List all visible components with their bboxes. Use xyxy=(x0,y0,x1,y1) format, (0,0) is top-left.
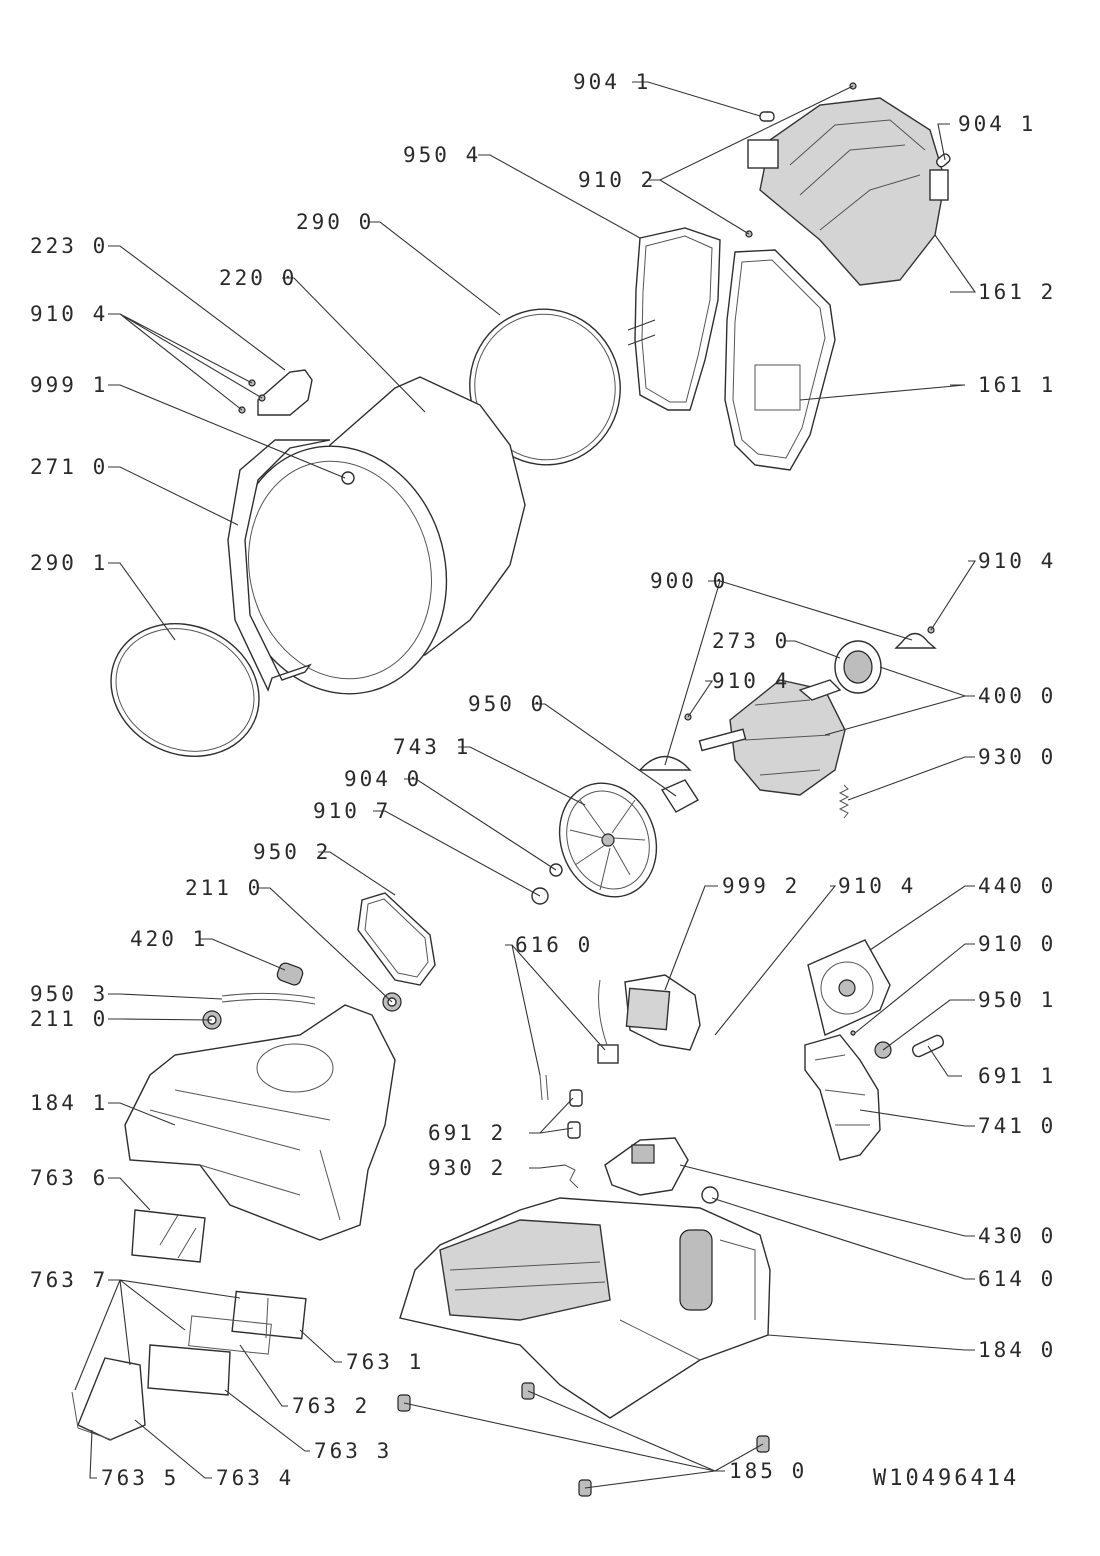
callout-763-3: 763 3 xyxy=(314,1439,392,1463)
leader-lines xyxy=(74,81,977,1489)
callout-999-2: 999 2 xyxy=(722,874,800,898)
cooling-fan-part xyxy=(807,939,891,1036)
thermistor-part xyxy=(539,1074,549,1101)
callout-763-7: 763 7 xyxy=(30,1268,108,1292)
callout-400-0: 400 0 xyxy=(978,684,1056,708)
callout-290-0: 290 0 xyxy=(296,210,374,234)
callout-999-1: 999 1 xyxy=(30,373,108,397)
callout-904-1: 904 1 xyxy=(573,70,651,94)
callout-184-1: 184 1 xyxy=(30,1091,108,1115)
callout-616-0: 616 0 xyxy=(515,933,593,957)
filter-screen-part xyxy=(131,1209,206,1263)
motor-bracket-part xyxy=(894,632,937,649)
callout-220-0: 220 0 xyxy=(219,266,297,290)
callout-900-0: 900 0 xyxy=(650,569,728,593)
seal-strip-part xyxy=(221,992,316,1005)
callout-185-0: 185 0 xyxy=(729,1459,807,1483)
callout-950-4: 950 4 xyxy=(403,143,481,167)
blower-wheel-part xyxy=(558,782,658,898)
callout-741-0: 741 0 xyxy=(978,1114,1056,1138)
callout-161-1: 161 1 xyxy=(978,373,1056,397)
callout-691-2: 691 2 xyxy=(428,1121,506,1145)
callout-184-0: 184 0 xyxy=(978,1338,1056,1362)
dowel-pin-part xyxy=(759,111,775,122)
callout-271-0: 271 0 xyxy=(30,455,108,479)
callout-161-2: 161 2 xyxy=(978,280,1056,304)
callout-290-1: 290 1 xyxy=(30,551,108,575)
callout-691-1: 691 1 xyxy=(978,1064,1056,1088)
front-base-part xyxy=(124,1004,396,1241)
callout-910-4: 910 4 xyxy=(978,549,1056,573)
callout-910-0: 910 0 xyxy=(978,932,1056,956)
condensate-housing-part xyxy=(804,1034,881,1161)
callout-904-1: 904 1 xyxy=(958,112,1036,136)
sensor-part xyxy=(276,962,304,986)
callout-420-1: 420 1 xyxy=(130,927,208,951)
connector-part xyxy=(569,1089,583,1107)
filter-assembly-part xyxy=(71,1290,307,1441)
callout-labels: 904 1 904 1 950 4 910 2 290 0 223 0 220 … xyxy=(30,70,1056,1490)
callout-273-0: 273 0 xyxy=(712,629,790,653)
document-number: W10496414 xyxy=(873,1466,1019,1491)
callout-950-3: 950 3 xyxy=(30,982,108,1006)
callout-910-4: 910 4 xyxy=(712,669,790,693)
callout-430-0: 430 0 xyxy=(978,1224,1056,1248)
callout-904-0: 904 0 xyxy=(344,767,422,791)
drum-belt-part xyxy=(227,439,331,692)
spring-clip-part xyxy=(564,1164,579,1189)
callout-223-0: 223 0 xyxy=(30,234,108,258)
callout-763-2: 763 2 xyxy=(292,1394,370,1418)
drum-lifter-part xyxy=(257,369,313,416)
callout-930-0: 930 0 xyxy=(978,745,1056,769)
base-compressor-part xyxy=(399,1197,771,1419)
callout-763-6: 763 6 xyxy=(30,1166,108,1190)
gasket-part xyxy=(634,227,721,411)
callout-950-2: 950 2 xyxy=(253,840,331,864)
callout-743-1: 743 1 xyxy=(393,735,471,759)
callout-950-1: 950 1 xyxy=(978,988,1056,1012)
callout-910-2: 910 2 xyxy=(578,168,656,192)
callout-910-4: 910 4 xyxy=(30,302,108,326)
gasket-small-part xyxy=(357,892,436,986)
thermistor-part xyxy=(597,979,619,1064)
heat-exchanger-part xyxy=(624,974,701,1051)
fan-gasket-part xyxy=(660,779,699,813)
callout-211-0: 211 0 xyxy=(185,876,263,900)
pulley-part xyxy=(834,640,882,694)
drum-front-seal-part xyxy=(110,622,260,758)
callout-211-0: 211 0 xyxy=(30,1007,108,1031)
callout-910-7: 910 7 xyxy=(313,799,391,823)
callout-763-5: 763 5 xyxy=(101,1466,179,1490)
callout-440-0: 440 0 xyxy=(978,874,1056,898)
drum-part xyxy=(232,376,526,695)
callout-930-2: 930 2 xyxy=(428,1156,506,1180)
cap-part xyxy=(701,1186,719,1204)
connector-part xyxy=(567,1121,581,1139)
callout-614-0: 614 0 xyxy=(978,1267,1056,1291)
callout-950-0: 950 0 xyxy=(468,692,546,716)
rear-panel-part xyxy=(747,97,949,286)
spring-part xyxy=(838,784,850,819)
dowel-pin-part xyxy=(936,153,951,168)
pump-assembly-part xyxy=(604,1137,689,1196)
bulkhead-part xyxy=(724,249,836,471)
motor-part xyxy=(698,679,846,796)
callout-910-4: 910 4 xyxy=(838,874,916,898)
callout-763-4: 763 4 xyxy=(216,1466,294,1490)
callout-763-1: 763 1 xyxy=(346,1350,424,1374)
